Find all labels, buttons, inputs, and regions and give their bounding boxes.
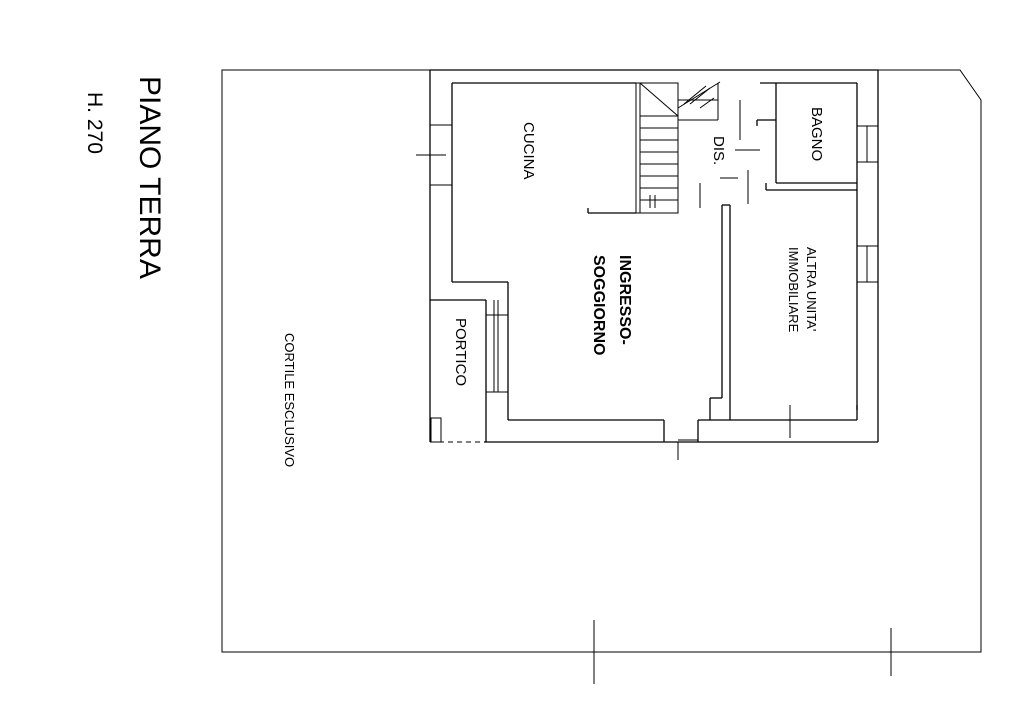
room-label-altra-unita: ALTRA UNITA' — [804, 247, 819, 331]
staircase — [587, 81, 721, 214]
room-label-soggiorno: SOGGIORNO — [590, 255, 607, 355]
room-label-portico: PORTICO — [452, 318, 469, 386]
room-label-cucina: CUCINA — [520, 122, 537, 180]
internal-walls — [677, 82, 879, 460]
room-label-ingresso: INGRESSO- — [616, 255, 633, 345]
height-label: H. 270 — [83, 92, 106, 154]
area-label-cortile: CORTILE ESCLUSIVO — [282, 333, 297, 467]
room-label-immobiliare: IMMOBILIARE — [786, 247, 801, 333]
room-label-bagno: BAGNO — [808, 107, 825, 161]
page-title: PIANO TERRA — [133, 76, 166, 279]
room-label-dis: DIS. — [710, 136, 727, 165]
